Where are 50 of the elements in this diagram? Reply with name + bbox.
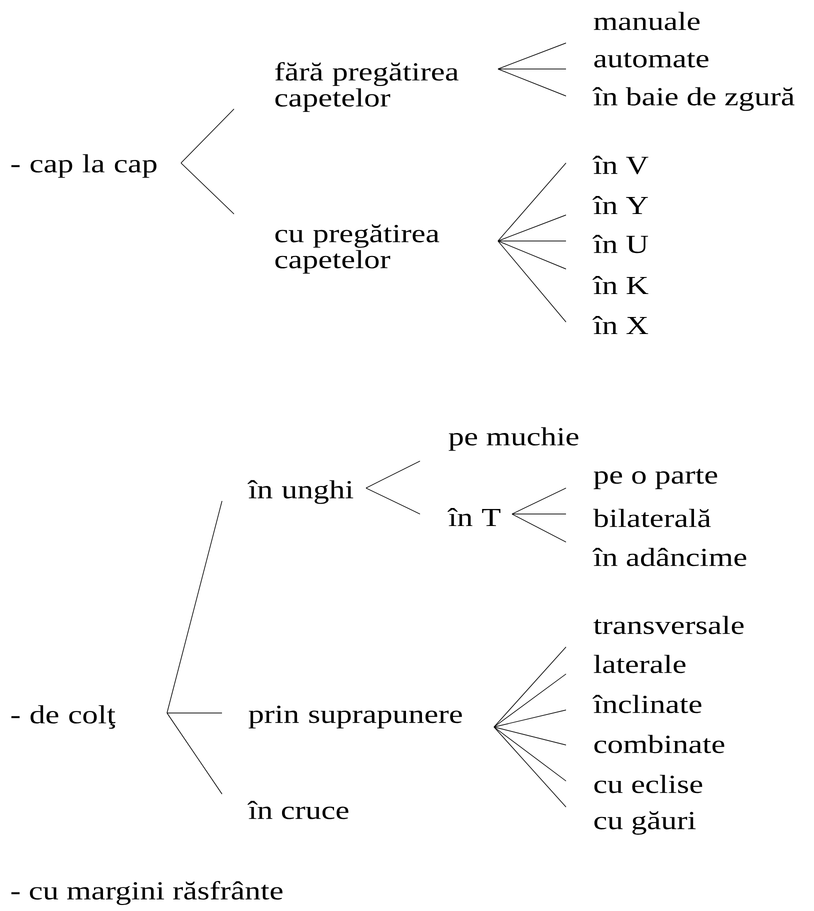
branch-line <box>494 674 566 728</box>
branch-text: cu găuri <box>594 811 696 835</box>
branch-text: bilaterală <box>593 508 711 528</box>
branch-line <box>498 68 566 96</box>
branch-text: cu pregătirea capetelor <box>275 224 440 274</box>
branch-line <box>166 500 222 714</box>
branch-line <box>498 240 566 270</box>
branch-line <box>180 162 234 214</box>
branch-text: în baie de zgură <box>592 87 794 111</box>
branch-text: în V <box>592 156 648 174</box>
branch-text: prin suprapunere <box>248 706 462 728</box>
branch-text: transversale <box>594 616 744 634</box>
branch-text: combinate <box>594 734 724 754</box>
branch-line <box>498 240 566 322</box>
branch-text: în X <box>592 316 648 334</box>
branch-text: în U <box>592 234 648 254</box>
branch-text: în K <box>592 276 648 294</box>
branch-line <box>498 214 566 242</box>
branch-line <box>494 710 566 728</box>
branch-text: pe muchie <box>448 427 578 451</box>
branch-line <box>494 646 566 728</box>
branch-text: - cap la cap <box>11 154 156 178</box>
branch-text: în Y <box>592 196 648 214</box>
branch-line <box>494 726 566 746</box>
branch-line <box>180 108 234 164</box>
branch-line <box>366 460 420 488</box>
branch-line <box>498 240 566 242</box>
branch-text: înclinate <box>592 694 702 714</box>
branch-line <box>512 514 566 542</box>
branch-text: - cu margini răsfrânte <box>11 881 282 905</box>
branch-text: în cruce <box>248 800 348 820</box>
branch-line <box>512 488 566 514</box>
branch-text: în unghi <box>248 480 354 504</box>
branch-line <box>498 162 566 242</box>
branch-text: fără pregătirea capetelor <box>275 62 459 112</box>
branch-text: - de colţ <box>11 705 116 729</box>
branch-text: în adâncime <box>592 548 746 566</box>
branch-line <box>498 42 566 70</box>
branch-text: automate <box>594 52 708 68</box>
branch-text: pe o parte <box>594 468 718 490</box>
branch-line <box>166 712 222 794</box>
branch-line <box>366 488 420 514</box>
branch-line <box>498 68 566 70</box>
branch-line <box>166 712 222 714</box>
branch-text: manuale <box>594 12 700 30</box>
branch-line <box>494 726 566 782</box>
branch-text: în T <box>448 508 500 526</box>
branch-text: cu eclise <box>594 774 702 794</box>
branch-line <box>494 726 566 808</box>
branch-text: laterale <box>594 654 686 674</box>
